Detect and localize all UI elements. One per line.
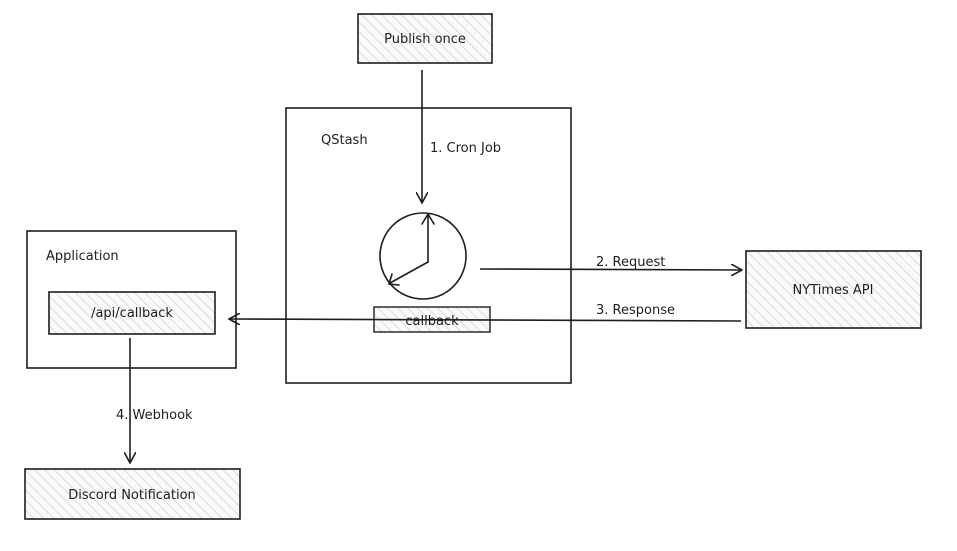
response-label: 3. Response	[596, 303, 675, 318]
publish-once-label: Publish once	[384, 32, 466, 47]
application-label: Application	[46, 249, 119, 264]
nytimes-api-box: NYTimes API	[745, 250, 922, 329]
webhook-arrow: 4. Webhook	[116, 338, 193, 463]
application-container: Application	[26, 230, 237, 369]
callback-tag-label: callback	[405, 314, 459, 329]
publish-once-box: Publish once	[357, 13, 493, 64]
cron-job-label: 1. Cron Job	[430, 141, 501, 156]
request-arrow: 2. Request	[479, 255, 742, 270]
discord-notification-label: Discord Notification	[68, 488, 196, 503]
request-label: 2. Request	[596, 255, 665, 270]
cron-job-arrow: 1. Cron Job	[422, 70, 501, 203]
qstash-label: QStash	[321, 133, 368, 148]
qstash-container: QStash	[285, 107, 572, 384]
clock-icon	[379, 212, 467, 300]
nytimes-api-label: NYTimes API	[793, 283, 874, 298]
discord-notification-box: Discord Notification	[24, 468, 241, 520]
api-callback-box: /api/callback	[48, 291, 216, 335]
api-callback-label: /api/callback	[91, 306, 173, 321]
webhook-label: 4. Webhook	[116, 408, 193, 423]
response-arrow: 3. Response	[229, 303, 742, 321]
